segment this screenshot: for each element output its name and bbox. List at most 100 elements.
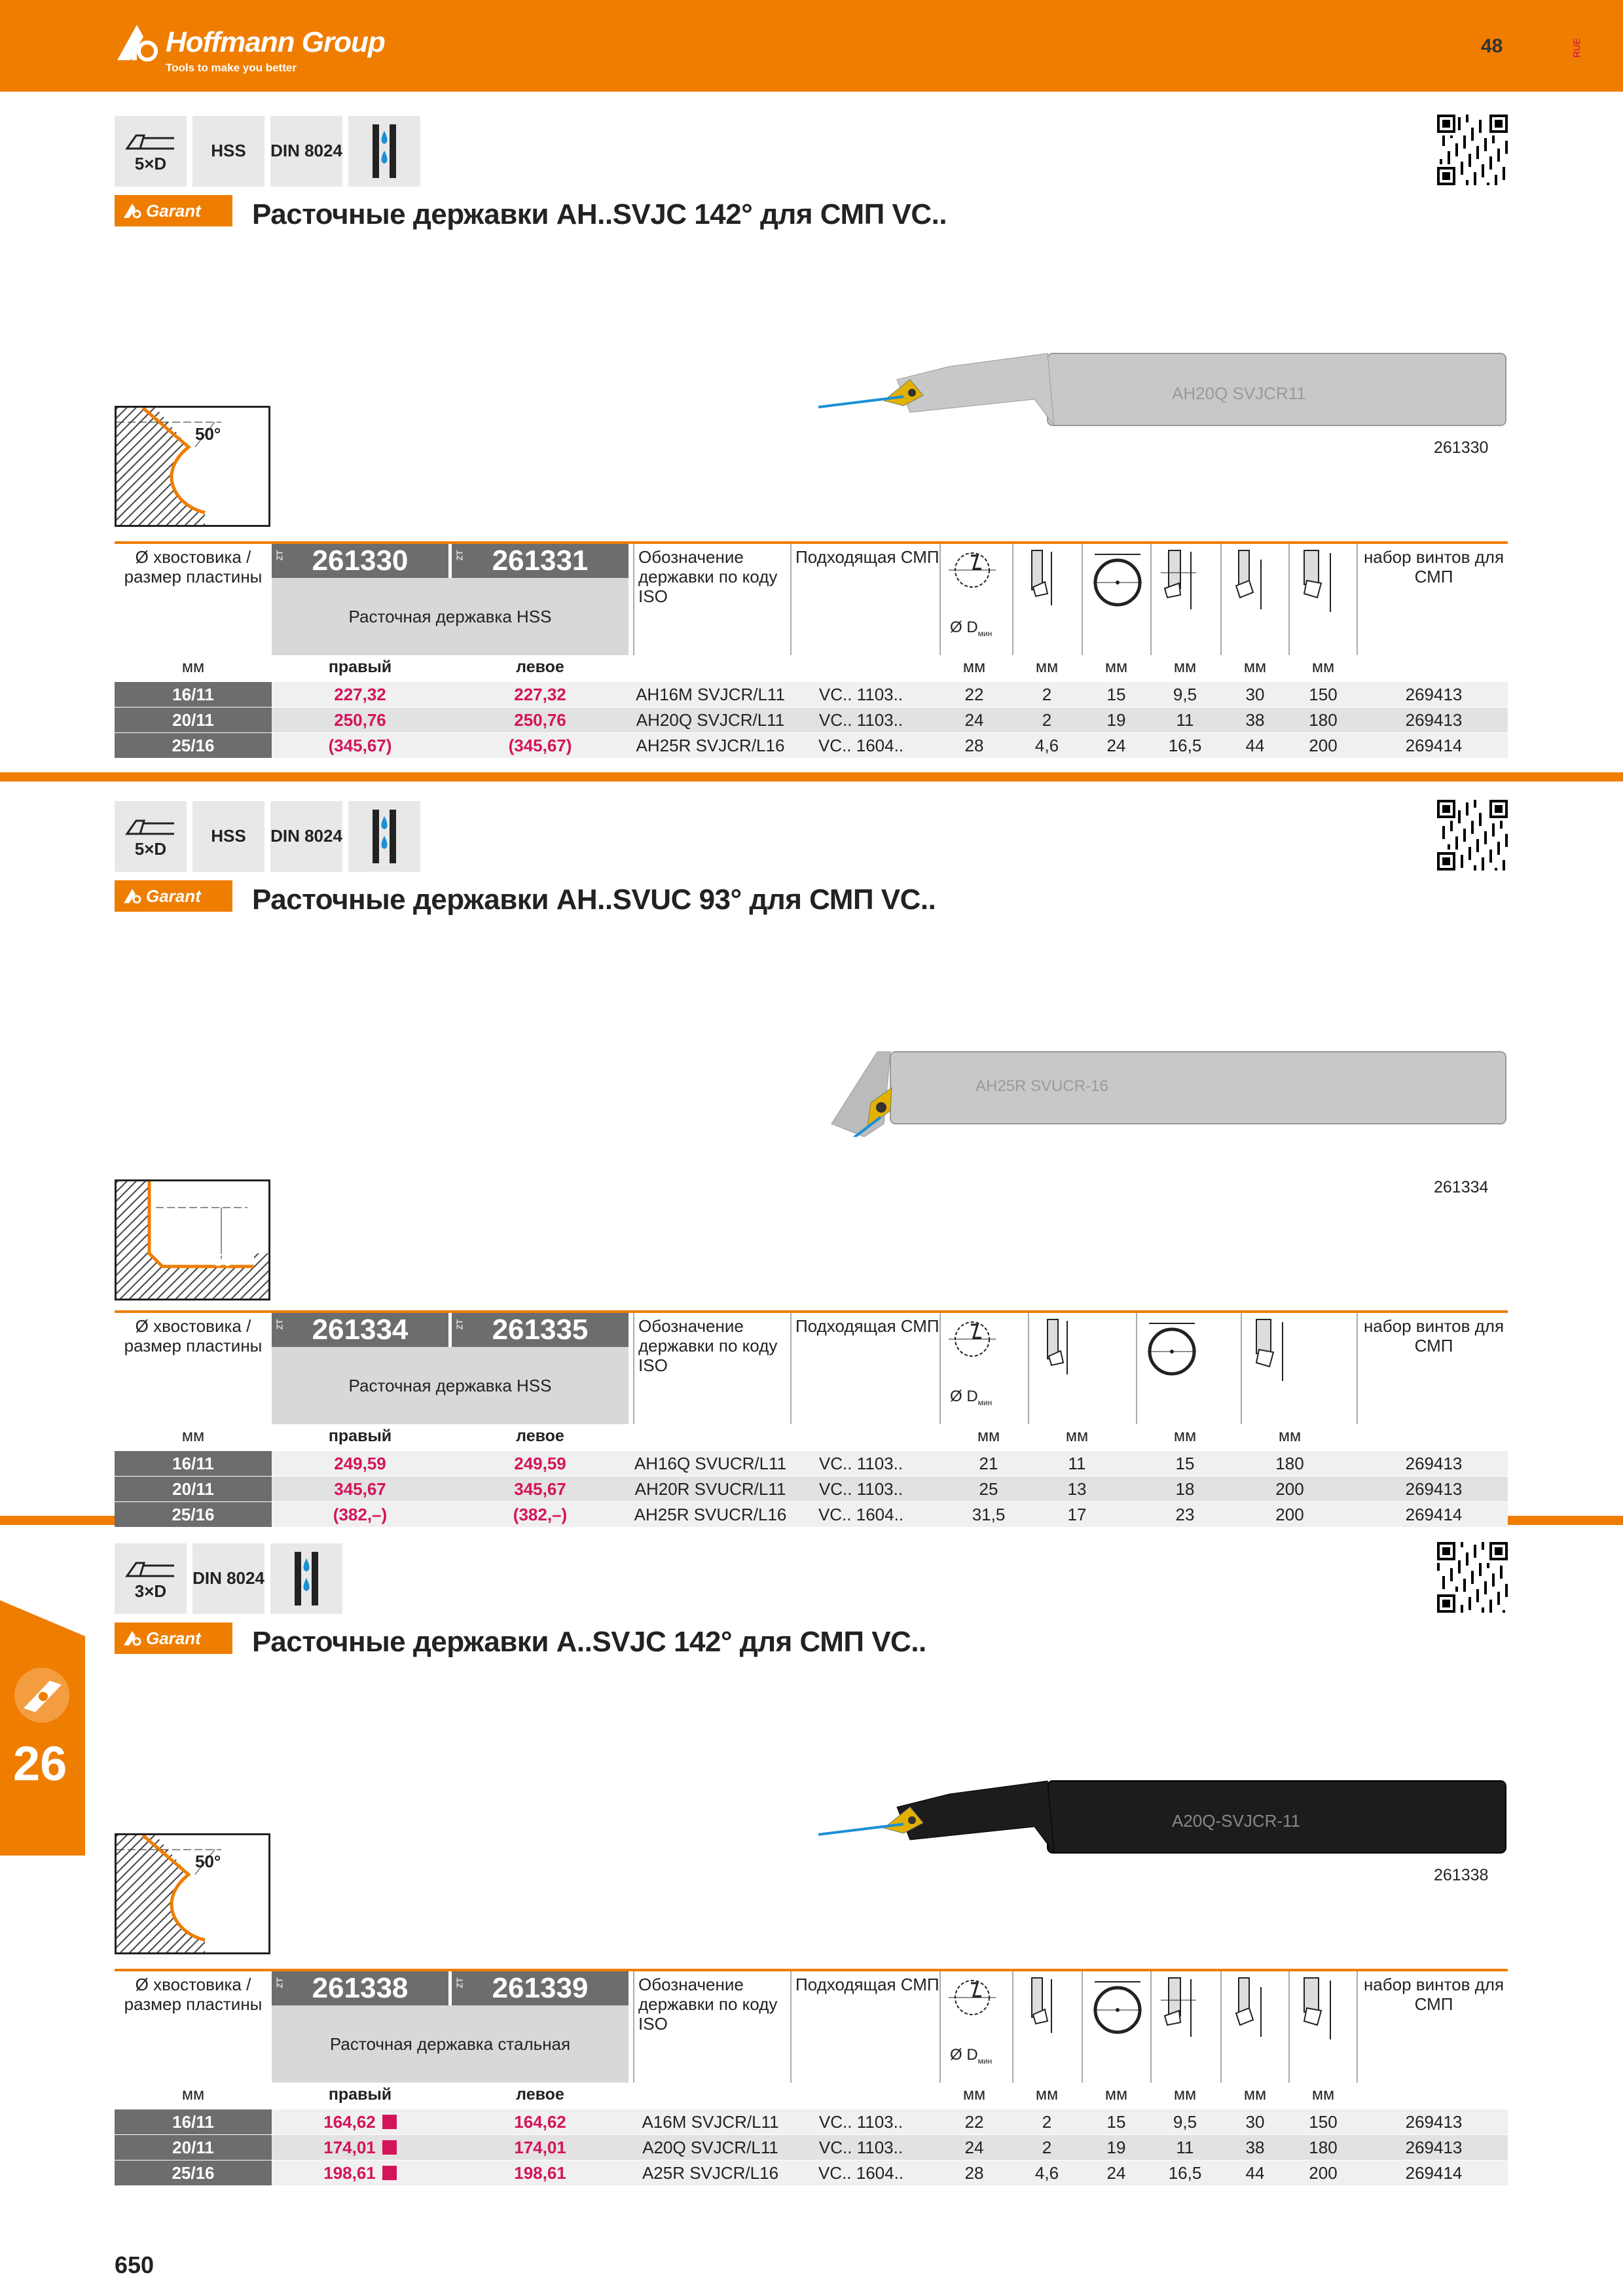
chapter-tab[interactable]: [0, 1600, 85, 1856]
dimension-symbol-icon: [1088, 547, 1147, 615]
price-left-cell[interactable]: 164,62: [514, 2111, 566, 2132]
dimension-value-cell: 28: [964, 735, 984, 755]
left-hand-label: левое: [516, 658, 564, 676]
boring-depth-icon: [125, 1562, 174, 1577]
screws-header: набор винтов для СМП: [1363, 547, 1504, 586]
section-title: Расточные державки A..SVJC 142° для СМП …: [252, 1626, 926, 1658]
price-left-cell[interactable]: 345,67: [514, 1479, 566, 1499]
dimension-symbol-icon: [946, 1974, 1005, 2030]
column-rule: [790, 544, 792, 655]
dimension-value-cell: 11: [1176, 2137, 1194, 2157]
shank-size-cell: 16/11: [115, 1451, 272, 1476]
price-left-cell[interactable]: (382,–): [513, 1504, 568, 1524]
zt-marker: ZT: [274, 550, 285, 561]
unit-label: мм: [1065, 1427, 1089, 1445]
tool-image[interactable]: A20Q-SVJCR-11: [818, 1768, 1512, 1879]
qr-code[interactable]: [1437, 1542, 1508, 1613]
price-right-cell[interactable]: (345,67): [272, 733, 448, 758]
price-right-cell[interactable]: 164,62: [272, 2109, 448, 2134]
availability-marker-icon: [382, 2166, 397, 2180]
screw-set-cell[interactable]: 269413: [1405, 2137, 1463, 2157]
image-article-code: 261334: [1434, 1178, 1489, 1196]
iso-designation-cell: AH16M SVJCR/L11: [636, 684, 785, 704]
article-number: 261335: [492, 1314, 589, 1346]
price-left-cell[interactable]: 227,32: [514, 684, 566, 704]
screw-set-cell[interactable]: 269414: [1405, 1504, 1463, 1524]
dimension-value-cell: 16,5: [1168, 2162, 1202, 2183]
price-left-cell[interactable]: 174,01: [514, 2137, 566, 2157]
tool-image[interactable]: AH20Q SVJCR11: [818, 340, 1512, 452]
coolant-icon: [348, 116, 420, 187]
boring-depth-icon: [125, 819, 174, 835]
hoffmann-logo[interactable]: Hoffmann Group Tools to make you better: [115, 18, 390, 77]
price-right-cell[interactable]: 198,61: [272, 2161, 448, 2185]
unit-label: мм: [977, 1427, 1000, 1445]
coolant-icon: [270, 1543, 342, 1614]
tool-engraving: AH20Q SVJCR11: [1172, 384, 1306, 403]
screw-set-cell[interactable]: 269413: [1405, 684, 1463, 704]
dimension-symbol-icon: [1019, 1974, 1065, 2049]
price-left-cell[interactable]: 250,76: [514, 709, 566, 730]
price-right-value: 174,01: [323, 2137, 376, 2157]
dimension-value-cell: 4,6: [1034, 735, 1059, 755]
screw-set-cell[interactable]: 269413: [1405, 709, 1463, 730]
garant-badge: Garant: [115, 195, 232, 226]
dimension-value-cell: 17: [1067, 1504, 1087, 1524]
price-left-cell[interactable]: 198,61: [514, 2162, 566, 2183]
tool-image[interactable]: AH25R SVUCR-16: [811, 1026, 1512, 1171]
column-rule: [1288, 1971, 1290, 2083]
screw-set-cell[interactable]: 269413: [1405, 1479, 1463, 1499]
dimension-symbol-icon: [1088, 1974, 1147, 2043]
unit-label: мм: [1311, 2085, 1335, 2104]
article-number: 261331: [492, 545, 589, 577]
screw-set-cell[interactable]: 269414: [1405, 2162, 1463, 2183]
dimension-value-cell: 24: [964, 709, 984, 730]
spec-icon-box: DIN 8024: [270, 116, 342, 187]
price-right-value: 345,67: [334, 1479, 386, 1499]
dimension-symbol-icon: [1034, 1316, 1080, 1391]
qr-code[interactable]: [1437, 800, 1508, 870]
price-right-cell[interactable]: 249,59: [272, 1451, 448, 1476]
price-right-cell[interactable]: 174,01: [272, 2135, 448, 2160]
dimension-value-cell: 16,5: [1168, 735, 1202, 755]
price-right-cell[interactable]: 345,67: [272, 1477, 448, 1501]
dimension-value-cell: 11: [1176, 709, 1194, 730]
screw-set-cell[interactable]: 269413: [1405, 2111, 1463, 2132]
qr-code[interactable]: [1437, 115, 1508, 185]
right-hand-label: правый: [328, 1427, 392, 1445]
price-left-cell[interactable]: 249,59: [514, 1453, 566, 1473]
price-right-value: (382,–): [333, 1504, 388, 1524]
unit-label: мм: [962, 658, 986, 676]
screw-set-cell[interactable]: 269413: [1405, 1453, 1463, 1473]
tool-engraving: AH25R SVUCR-16: [976, 1077, 1108, 1095]
dimension-value-cell: 13: [1067, 1479, 1087, 1499]
machining-profile-diagram: 50°: [115, 406, 270, 527]
price-right-cell[interactable]: 227,32: [272, 682, 448, 707]
screw-set-cell[interactable]: 269414: [1405, 735, 1463, 755]
spec-label: DIN 8024: [192, 1568, 264, 1588]
column-rule: [1357, 1971, 1358, 2083]
right-hand-label: правый: [328, 658, 392, 676]
shank-size-cell: 20/11: [115, 2135, 272, 2160]
image-article-code: 261338: [1434, 1866, 1489, 1884]
price-left-cell[interactable]: (345,67): [508, 735, 572, 755]
price-right-cell[interactable]: 250,76: [272, 708, 448, 732]
depth-label: 3×D: [134, 1581, 167, 1602]
price-right-cell[interactable]: (382,–): [272, 1502, 448, 1527]
